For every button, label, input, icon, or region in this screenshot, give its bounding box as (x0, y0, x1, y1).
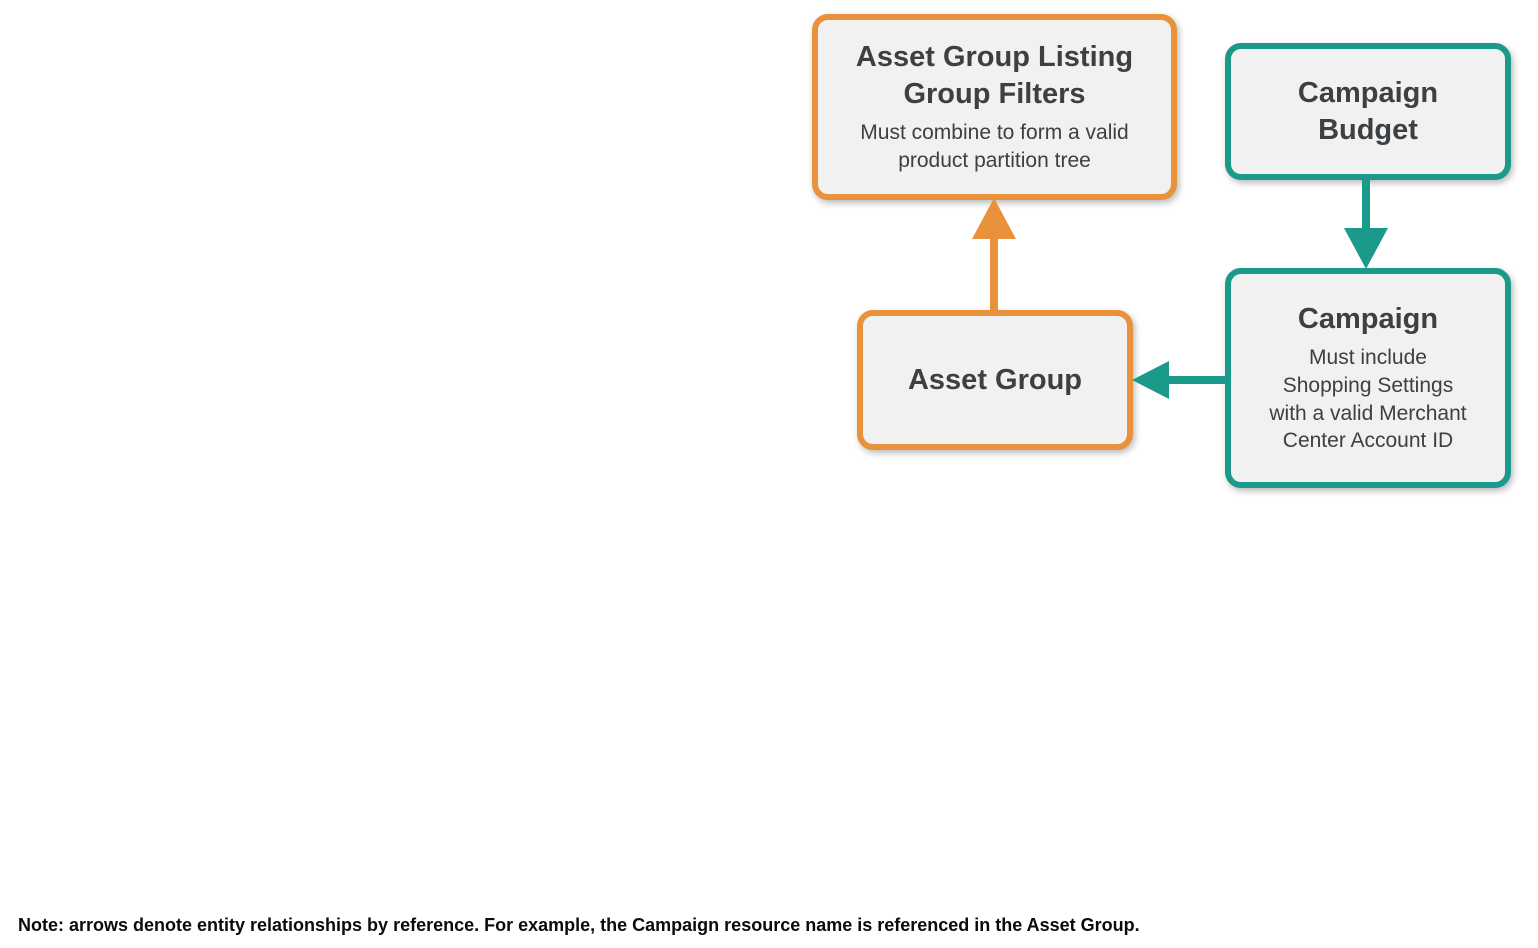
node-title-asset-group-listing-group-filters: Asset Group Listing Group Filters (855, 41, 1134, 110)
node-asset-group: Asset Group (857, 310, 1133, 450)
node-title-campaign: Campaign (1297, 302, 1439, 335)
node-subtitle-asset-group-listing-group-filters: Must combine to form a valid product par… (860, 121, 1129, 173)
arrow-asset-group-to-listing-filters-shaft (990, 236, 998, 312)
node-subtitle-campaign: Must include Shopping Settings with a va… (1269, 346, 1467, 453)
arrow-campaign-to-asset-group-arrowhead-icon (1132, 361, 1169, 399)
node-campaign: Campaign Must include Shopping Settings … (1225, 268, 1511, 488)
node-asset-group-listing-group-filters: Asset Group Listing Group Filters Must c… (812, 14, 1177, 200)
node-title-asset-group: Asset Group (907, 363, 1083, 396)
arrow-campaign-to-asset-group-shaft (1166, 376, 1225, 384)
arrow-campaign-budget-to-campaign-arrowhead-icon (1344, 228, 1388, 269)
arrow-asset-group-to-listing-filters-arrowhead-icon (972, 198, 1016, 239)
note-text: Note: arrows denote entity relationships… (18, 915, 1140, 935)
node-title-campaign-budget: Campaign Budget (1297, 76, 1439, 146)
arrow-campaign-budget-to-campaign-shaft (1362, 180, 1370, 230)
node-campaign-budget: Campaign Budget (1225, 43, 1511, 180)
